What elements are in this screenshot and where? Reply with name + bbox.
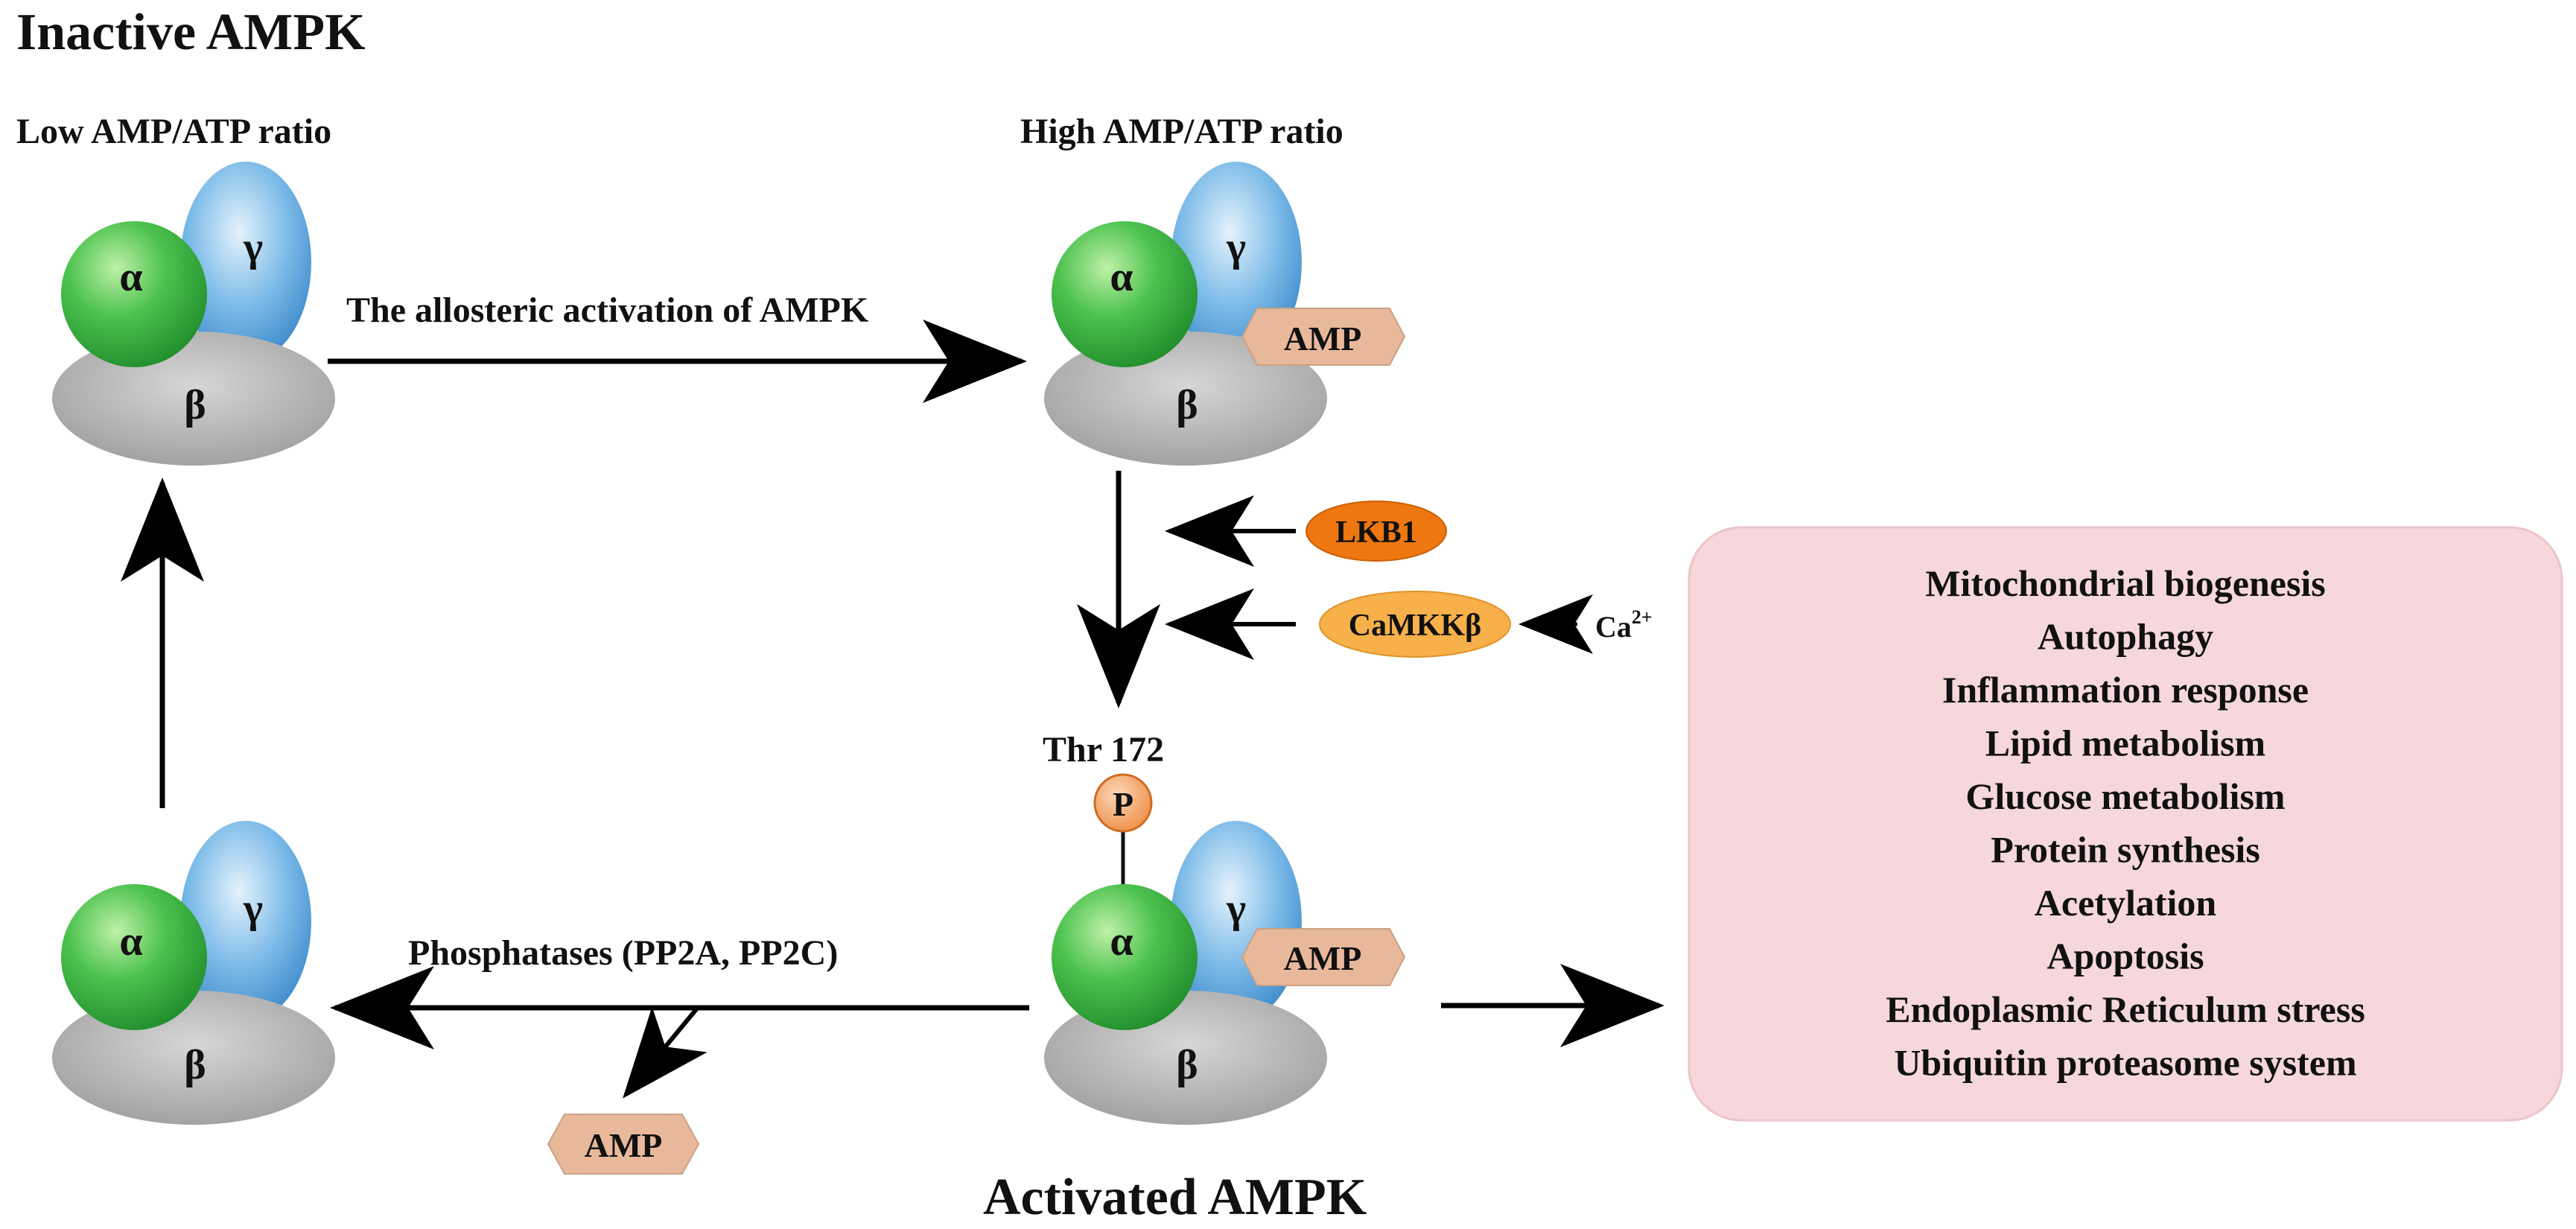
- ampk-complex-amp-bound: AMP α γ β: [1044, 162, 1406, 466]
- label-thr172: Thr 172: [1043, 730, 1164, 769]
- gamma-label: γ: [243, 224, 263, 270]
- beta-label: β: [1176, 1042, 1198, 1088]
- camkk-label: CaMKKβ: [1349, 609, 1481, 643]
- amp-hexagon: [1241, 308, 1406, 366]
- effect-item: Inflammation response: [1942, 669, 2309, 711]
- alpha-label: α: [119, 254, 142, 300]
- effect-item: Protein synthesis: [1991, 829, 2260, 871]
- gamma-subunit: [180, 821, 311, 1022]
- gamma-label: γ: [1226, 886, 1246, 932]
- effect-item: Autophagy: [2038, 616, 2213, 658]
- effect-item: Lipid metabolism: [1985, 723, 2265, 764]
- alpha-subunit: [61, 884, 207, 1030]
- effects-box: [1688, 526, 2563, 1122]
- calcium-symbol: Ca: [1595, 610, 1632, 644]
- alpha-label: α: [1110, 918, 1133, 965]
- calcium-label: Ca2+: [1595, 606, 1653, 644]
- ampk-complex-activated: AMP P α γ β: [1044, 773, 1406, 1125]
- lkb1-node: [1306, 501, 1447, 562]
- effect-item: Endoplasmic Reticulum stress: [1886, 988, 2365, 1030]
- effects-list: Mitochondrial biogenesisAutophagyInflamm…: [1886, 562, 2365, 1084]
- calcium-charge: 2+: [1632, 606, 1653, 628]
- gamma-label: γ: [243, 886, 263, 932]
- ampk-complex-inactive: α γ β: [52, 162, 335, 466]
- label-allosteric-activation: The allosteric activation of AMPK: [346, 290, 868, 330]
- effect-item: Acetylation: [2035, 882, 2217, 924]
- beta-label: β: [1176, 382, 1198, 428]
- effect-item: Ubiquitin proteasome system: [1894, 1042, 2356, 1084]
- title-inactive-ampk: Inactive AMPK: [16, 4, 366, 61]
- alpha-subunit: [1052, 884, 1198, 1030]
- amp-label: AMP: [1284, 320, 1362, 358]
- alpha-label: α: [119, 918, 142, 965]
- ampk-complex-dephosphorylated: α γ β: [52, 821, 335, 1125]
- effect-item: Mitochondrial biogenesis: [1925, 562, 2326, 604]
- label-high-ratio: High AMP/ATP ratio: [1020, 112, 1343, 151]
- effect-item: Glucose metabolism: [1965, 775, 2285, 817]
- arrow-amp-release: [623, 1006, 707, 1099]
- alpha-label: α: [1110, 254, 1133, 300]
- camkk-node: [1319, 591, 1511, 658]
- beta-label: β: [184, 1042, 206, 1088]
- phosphate-label: P: [1113, 785, 1133, 823]
- label-low-ratio: Low AMP/ATP ratio: [16, 112, 331, 151]
- released-amp-hexagon: [547, 1114, 700, 1175]
- amp-hexagon: [1241, 928, 1406, 986]
- gamma-label: γ: [1226, 224, 1246, 270]
- beta-label: β: [184, 382, 206, 428]
- label-phosphatases: Phosphatases (PP2A, PP2C): [408, 933, 838, 973]
- lkb1-label: LKB1: [1335, 515, 1417, 550]
- gamma-subunit: [180, 162, 311, 363]
- title-activated-ampk: Activated AMPK: [983, 1169, 1367, 1226]
- alpha-subunit: [61, 221, 207, 367]
- amp-label: AMP: [1284, 939, 1362, 977]
- released-amp-label: AMP: [585, 1126, 663, 1164]
- phosphate-circle: [1093, 773, 1153, 833]
- effect-item: Apoptosis: [2047, 936, 2204, 977]
- alpha-subunit: [1052, 221, 1198, 367]
